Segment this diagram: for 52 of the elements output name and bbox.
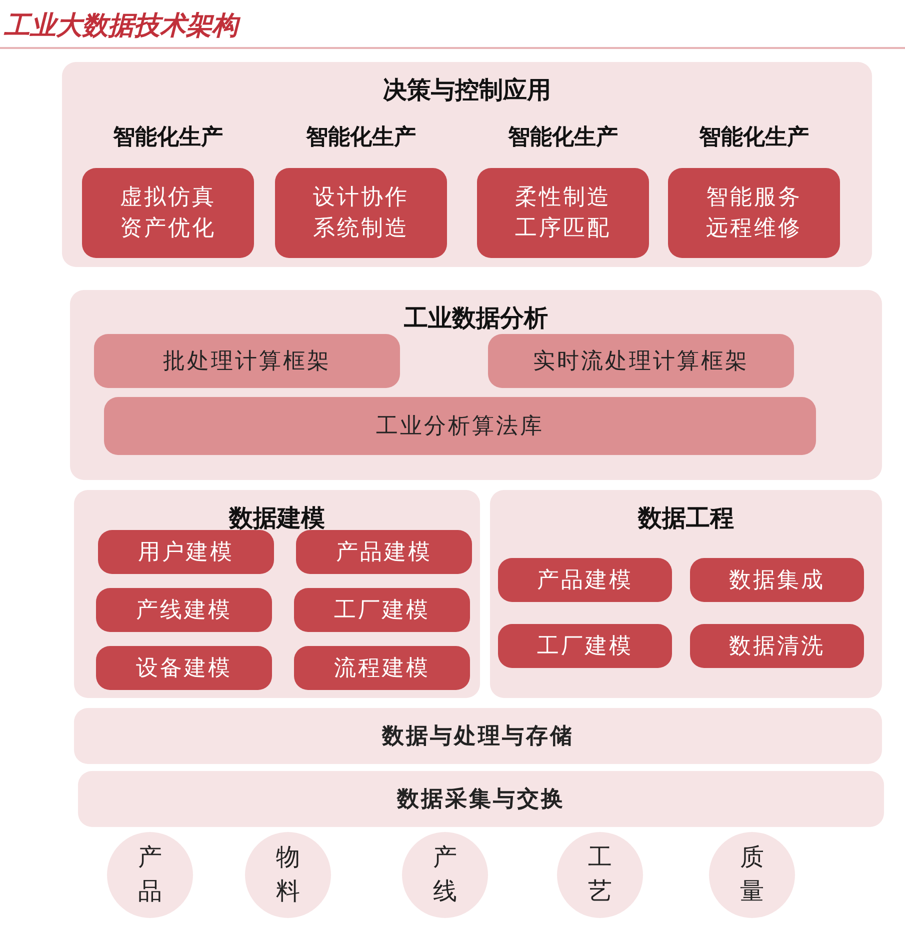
module-label: 实时流处理计算框架 <box>532 348 750 376</box>
source-label: 物料 <box>275 842 301 907</box>
source-label: 产品 <box>137 842 163 907</box>
module-label: 设计协作系统制造 <box>312 184 410 243</box>
module-heading: 智能化生产 <box>112 124 224 152</box>
layer-panel <box>490 490 882 698</box>
module-label: 工厂建模 <box>333 597 431 625</box>
module-label: 数据集成 <box>728 567 826 595</box>
module-label: 批处理计算框架 <box>162 348 332 376</box>
module-box <box>690 558 864 602</box>
module-label: 产线建模 <box>135 597 233 625</box>
module-label: 流程建模 <box>333 655 431 683</box>
module-box <box>488 334 794 388</box>
layer-panel <box>74 490 480 698</box>
module-label: 设备建模 <box>135 655 233 683</box>
module-box <box>104 397 816 455</box>
module-box <box>96 588 272 632</box>
module-label: 数据清洗 <box>728 633 826 661</box>
source-label: 产线 <box>432 842 458 907</box>
module-box <box>94 334 400 388</box>
layer-title: 数据工程 <box>636 503 735 534</box>
layer-band <box>74 708 882 764</box>
source-label: 质量 <box>739 842 765 907</box>
module-heading: 智能化生产 <box>506 124 619 152</box>
module-box <box>498 624 672 668</box>
module-label: 工厂建模 <box>536 633 634 661</box>
module-heading: 智能化生产 <box>698 124 810 152</box>
layer-title: 决策与控制应用 <box>382 75 552 106</box>
diagram-title: 工业大数据技术架构 <box>4 8 238 43</box>
layer-band <box>78 771 884 827</box>
module-heading: 智能化生产 <box>304 124 417 152</box>
module-label: 数据与处理与存储 <box>380 723 575 751</box>
layer-title: 数据建模 <box>228 503 326 534</box>
module-label: 工业分析算法库 <box>375 413 545 441</box>
module-box <box>294 646 470 690</box>
module-box <box>98 530 274 574</box>
layer-title: 工业数据分析 <box>403 303 549 334</box>
module-box <box>294 588 470 632</box>
module-box <box>96 646 272 690</box>
module-label: 柔性制造工序匹配 <box>514 184 612 243</box>
layer-panel <box>62 62 872 267</box>
module-label: 数据采集与交换 <box>396 786 566 814</box>
module-label: 智能服务远程维修 <box>705 184 803 243</box>
module-label: 产品建模 <box>335 539 433 567</box>
module-label: 虚拟仿真资产优化 <box>119 184 217 243</box>
layer-panel <box>70 290 882 480</box>
module-label: 产品建模 <box>536 567 634 595</box>
module-box <box>296 530 472 574</box>
module-box <box>498 558 672 602</box>
source-label: 工艺 <box>587 842 613 907</box>
module-label: 用户建模 <box>137 539 235 567</box>
module-box <box>690 624 864 668</box>
